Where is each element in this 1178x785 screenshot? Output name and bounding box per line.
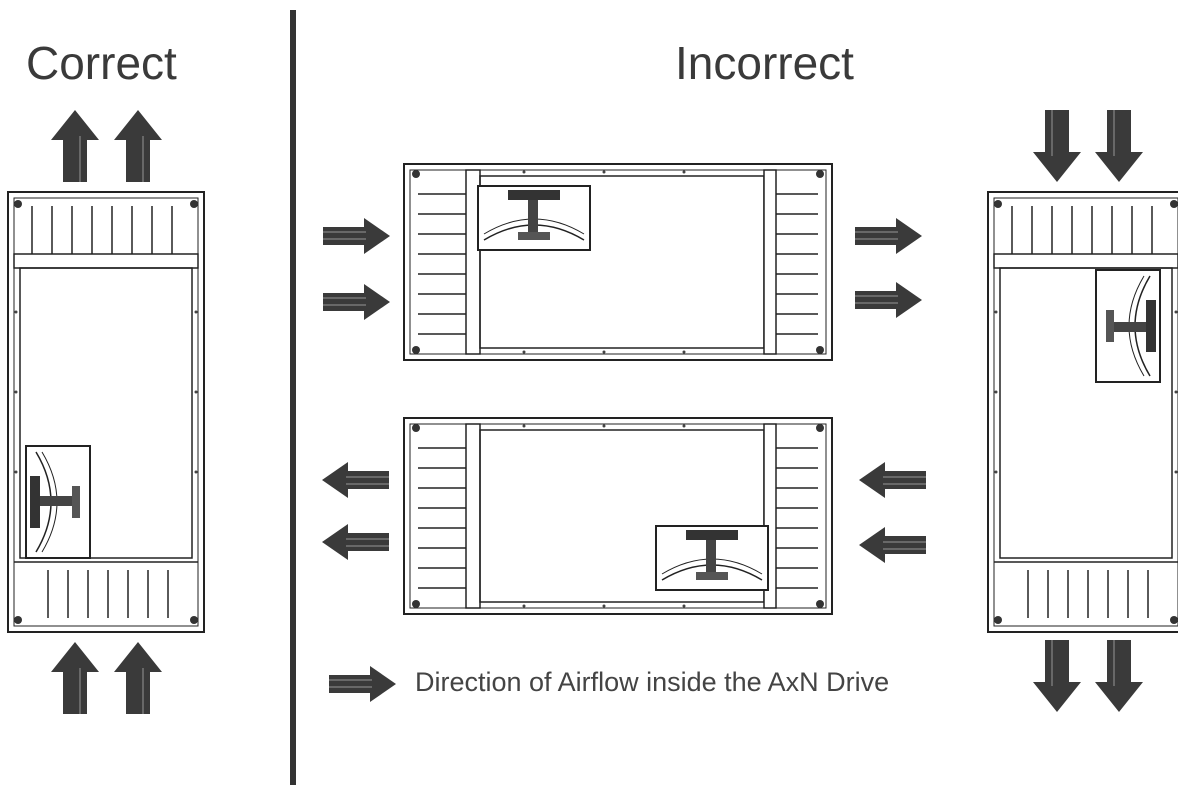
airflow-arrow-icon — [50, 109, 100, 183]
airflow-arrow-icon — [321, 461, 390, 499]
legend-label: Direction of Airflow inside the AxN Driv… — [415, 667, 890, 697]
airflow-arrow-icon — [1032, 109, 1082, 183]
correct-drive-unit — [7, 191, 205, 633]
airflow-arrow-icon — [1094, 639, 1144, 713]
correct-label: Correct — [26, 37, 177, 89]
airflow-arrow-icon — [858, 461, 927, 499]
airflow-arrow-icon — [50, 641, 100, 715]
incorrect-drive-horizontal-2 — [403, 417, 833, 615]
incorrect-drive-inverted — [987, 191, 1178, 633]
airflow-arrow-icon — [113, 641, 163, 715]
airflow-arrow-icon — [854, 217, 923, 255]
airflow-arrow-icon — [858, 526, 927, 564]
legend-arrow-icon — [328, 665, 397, 703]
airflow-arrow-icon — [322, 283, 391, 321]
incorrect-drive-horizontal-1 — [403, 163, 833, 361]
airflow-arrow-icon — [322, 217, 391, 255]
airflow-arrow-icon — [1094, 109, 1144, 183]
airflow-arrow-icon — [113, 109, 163, 183]
airflow-arrow-icon — [854, 281, 923, 319]
airflow-arrow-icon — [1032, 639, 1082, 713]
incorrect-label: Incorrect — [675, 37, 854, 89]
airflow-arrow-icon — [321, 523, 390, 561]
